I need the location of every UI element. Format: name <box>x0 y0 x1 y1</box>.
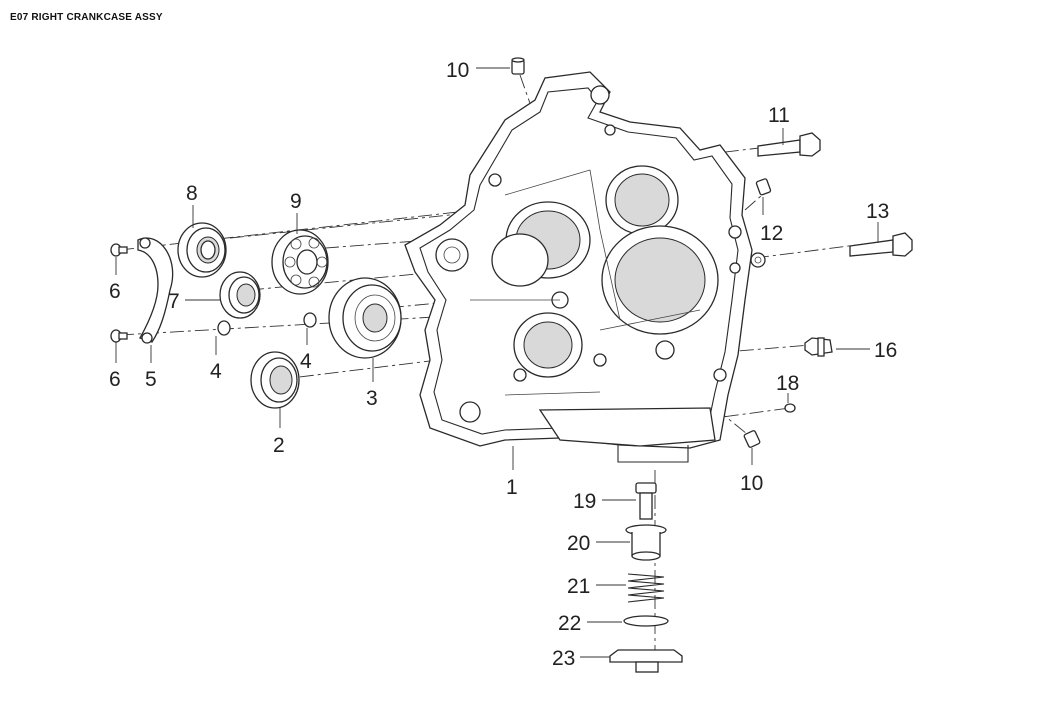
retainer-plate-5 <box>137 237 174 344</box>
crankcase-body <box>404 71 753 463</box>
callout-3: 3 <box>366 387 378 410</box>
callout-20: 20 <box>567 532 590 555</box>
fitting-16 <box>804 337 833 357</box>
oil-seal-2 <box>250 351 300 409</box>
callout-labels: 10 11 8 9 12 13 6 7 6 5 4 4 3 16 18 2 1 … <box>109 59 897 670</box>
plug-23 <box>609 649 683 673</box>
callout-7: 7 <box>168 290 180 313</box>
callout-18: 18 <box>776 372 799 395</box>
oil-seal-7 <box>219 271 261 319</box>
o-ring-22 <box>623 615 669 627</box>
callout-4-left: 4 <box>210 360 222 383</box>
callout-21: 21 <box>567 575 590 598</box>
bearing-8 <box>177 222 227 278</box>
callout-9: 9 <box>290 190 302 213</box>
callout-10-bottom: 10 <box>740 472 763 495</box>
screw-6-upper <box>110 243 128 257</box>
callout-12: 12 <box>760 222 783 245</box>
bearing-9 <box>271 229 329 295</box>
dowel-pin-bottom <box>743 430 761 448</box>
callout-6-lower: 6 <box>109 368 121 391</box>
bolt-19 <box>635 482 657 520</box>
callout-23: 23 <box>552 647 575 670</box>
dowel-4-left <box>217 320 231 336</box>
callout-11: 11 <box>768 104 790 127</box>
callout-4-right: 4 <box>300 350 312 373</box>
leader-lines <box>115 67 879 658</box>
diagram-title: E07 RIGHT CRANKCASE ASSY <box>10 12 163 23</box>
screw-6-lower <box>110 329 128 343</box>
callout-5: 5 <box>145 368 157 391</box>
callout-1: 1 <box>506 476 518 499</box>
plug-18 <box>784 403 796 413</box>
spring-21 <box>627 573 665 603</box>
callout-6-upper: 6 <box>109 280 121 303</box>
bearing-3 <box>328 277 402 359</box>
valve-20 <box>625 524 667 561</box>
dowel-4-right <box>303 312 317 328</box>
callout-13: 13 <box>866 200 889 223</box>
bolt-13 <box>750 232 913 268</box>
dowel-pin-top <box>511 57 525 75</box>
bolt-11 <box>757 132 821 157</box>
callout-8: 8 <box>186 182 198 205</box>
dowel-pin-12 <box>755 178 772 196</box>
callout-19: 19 <box>573 490 596 513</box>
callout-22: 22 <box>558 612 581 635</box>
callout-16: 16 <box>874 339 897 362</box>
callout-10-top: 10 <box>446 59 469 82</box>
callout-2: 2 <box>273 434 285 457</box>
